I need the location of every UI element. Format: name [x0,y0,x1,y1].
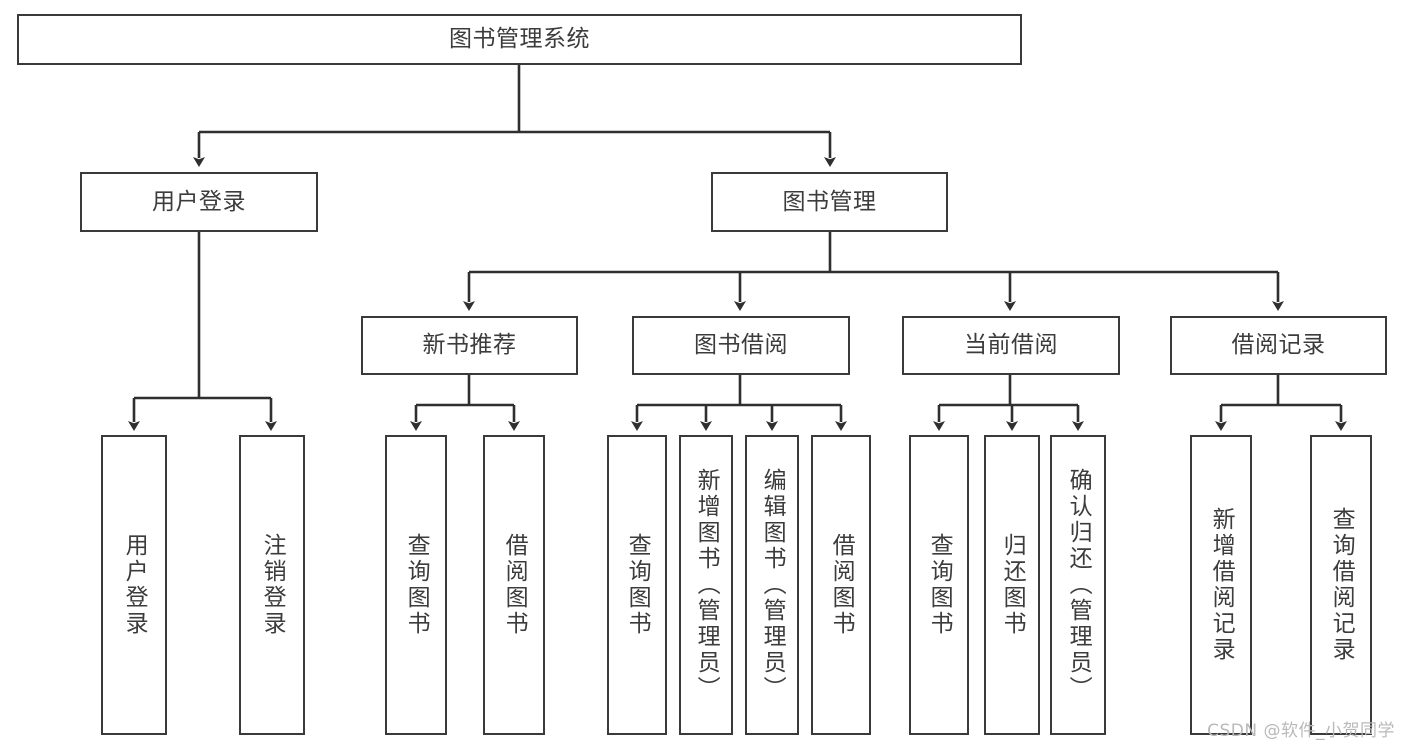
node-user-login-label: 用户登录 [152,188,246,215]
node-root[interactable]: 图书管理系统 [17,14,1022,65]
leaf-logout-login[interactable]: 注销登录 [239,435,305,735]
leaf-label: 归还图书 [999,533,1026,637]
leaf-label: 注销登录 [259,533,286,637]
leaf-user-login[interactable]: 用户登录 [101,435,167,735]
node-book-borrow[interactable]: 图书借阅 [632,316,850,375]
watermark: CSDN @软件_小贺同学 [1207,721,1395,741]
leaf-label: 用户登录 [121,533,148,637]
leaf-query-borrow-record[interactable]: 查询借阅记录 [1310,435,1372,735]
node-book-borrow-label: 图书借阅 [694,332,788,359]
node-book-manage-label: 图书管理 [782,188,877,215]
leaf-edit-book-admin[interactable]: 编辑图书（管理员） [745,435,799,735]
leaf-query-book-rec[interactable]: 查询图书 [385,435,447,735]
leaf-label: 确认归还（管理员） [1065,468,1092,702]
node-current-borrow[interactable]: 当前借阅 [902,316,1120,375]
leaf-return-book[interactable]: 归还图书 [984,435,1040,735]
leaf-confirm-return[interactable]: 确认归还（管理员） [1050,435,1106,735]
leaf-label: 编辑图书（管理员） [759,468,786,702]
leaf-label: 查询借阅记录 [1328,507,1355,663]
leaf-add-book-admin[interactable]: 新增图书（管理员） [679,435,733,735]
leaf-label: 查询图书 [624,533,651,637]
leaf-label: 新增借阅记录 [1208,507,1235,663]
node-root-label: 图书管理系统 [449,26,590,53]
node-new-book-recommend-label: 新书推荐 [422,332,517,359]
node-borrow-record-label: 借阅记录 [1231,332,1326,359]
leaf-query-book-cur[interactable]: 查询图书 [909,435,969,735]
leaf-label: 查询图书 [926,533,953,637]
leaf-label: 借阅图书 [501,533,528,637]
leaf-label: 新增图书（管理员） [693,468,720,702]
node-user-login[interactable]: 用户登录 [80,172,318,232]
node-book-manage[interactable]: 图书管理 [711,172,948,232]
node-borrow-record[interactable]: 借阅记录 [1170,316,1387,375]
leaf-query-book-bor[interactable]: 查询图书 [607,435,667,735]
leaf-borrow-book-rec[interactable]: 借阅图书 [483,435,545,735]
node-new-book-recommend[interactable]: 新书推荐 [361,316,578,375]
node-current-borrow-label: 当前借阅 [964,332,1058,359]
leaf-borrow-book-bor[interactable]: 借阅图书 [811,435,871,735]
leaf-label: 借阅图书 [828,533,855,637]
leaf-label: 查询图书 [403,533,430,637]
leaf-add-borrow-record[interactable]: 新增借阅记录 [1190,435,1252,735]
